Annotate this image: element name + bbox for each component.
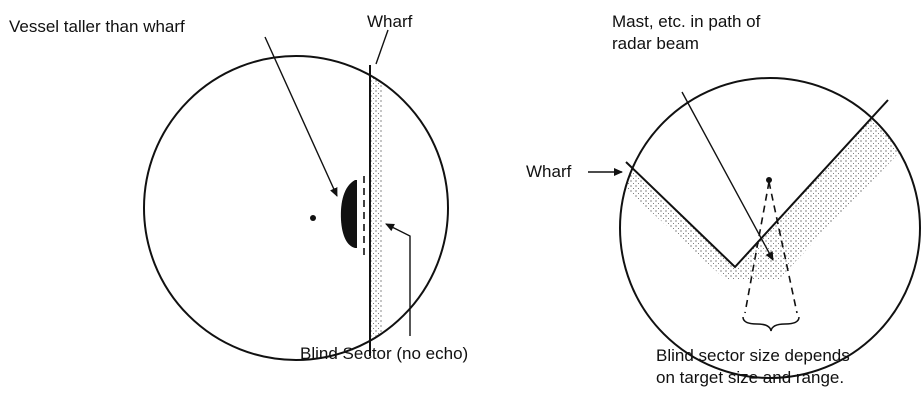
- left-scope-circle: [143, 55, 449, 361]
- blind-sector-leader-arrow: [385, 223, 411, 336]
- left-radar-scope: [143, 29, 449, 361]
- vessel-echo: [340, 180, 357, 248]
- left-wharf-leader: [375, 29, 389, 65]
- left-wharf-label: Wharf: [367, 12, 413, 31]
- right-blind-cone-left: [744, 181, 770, 314]
- right-wharf-label: Wharf: [526, 162, 572, 181]
- blind-size-brace: [742, 316, 800, 332]
- right-wharf-stipple: [620, 100, 915, 280]
- vessel-taller-label: Vessel taller than wharf: [9, 17, 185, 36]
- right-wharf-outline: [625, 99, 889, 269]
- right-blind-cone-right: [768, 181, 798, 314]
- mast-label-line2: radar beam: [612, 34, 699, 53]
- right-radar-scope: [588, 77, 921, 379]
- mast-dot: [766, 177, 772, 183]
- blind-sector-label: Blind Sector (no echo): [300, 344, 469, 363]
- blind-size-label-line2: on target size and range.: [656, 368, 845, 387]
- own-ship-dot: [310, 215, 316, 221]
- right-scope-circle: [619, 77, 921, 379]
- vessel-leader-arrow: [264, 36, 338, 197]
- mast-label-line1: Mast, etc. in path of: [612, 12, 761, 31]
- left-wharf-stipple: [370, 56, 382, 360]
- mast-leader-arrow: [681, 91, 774, 261]
- blind-size-label-line1: Blind sector size depends: [656, 346, 850, 365]
